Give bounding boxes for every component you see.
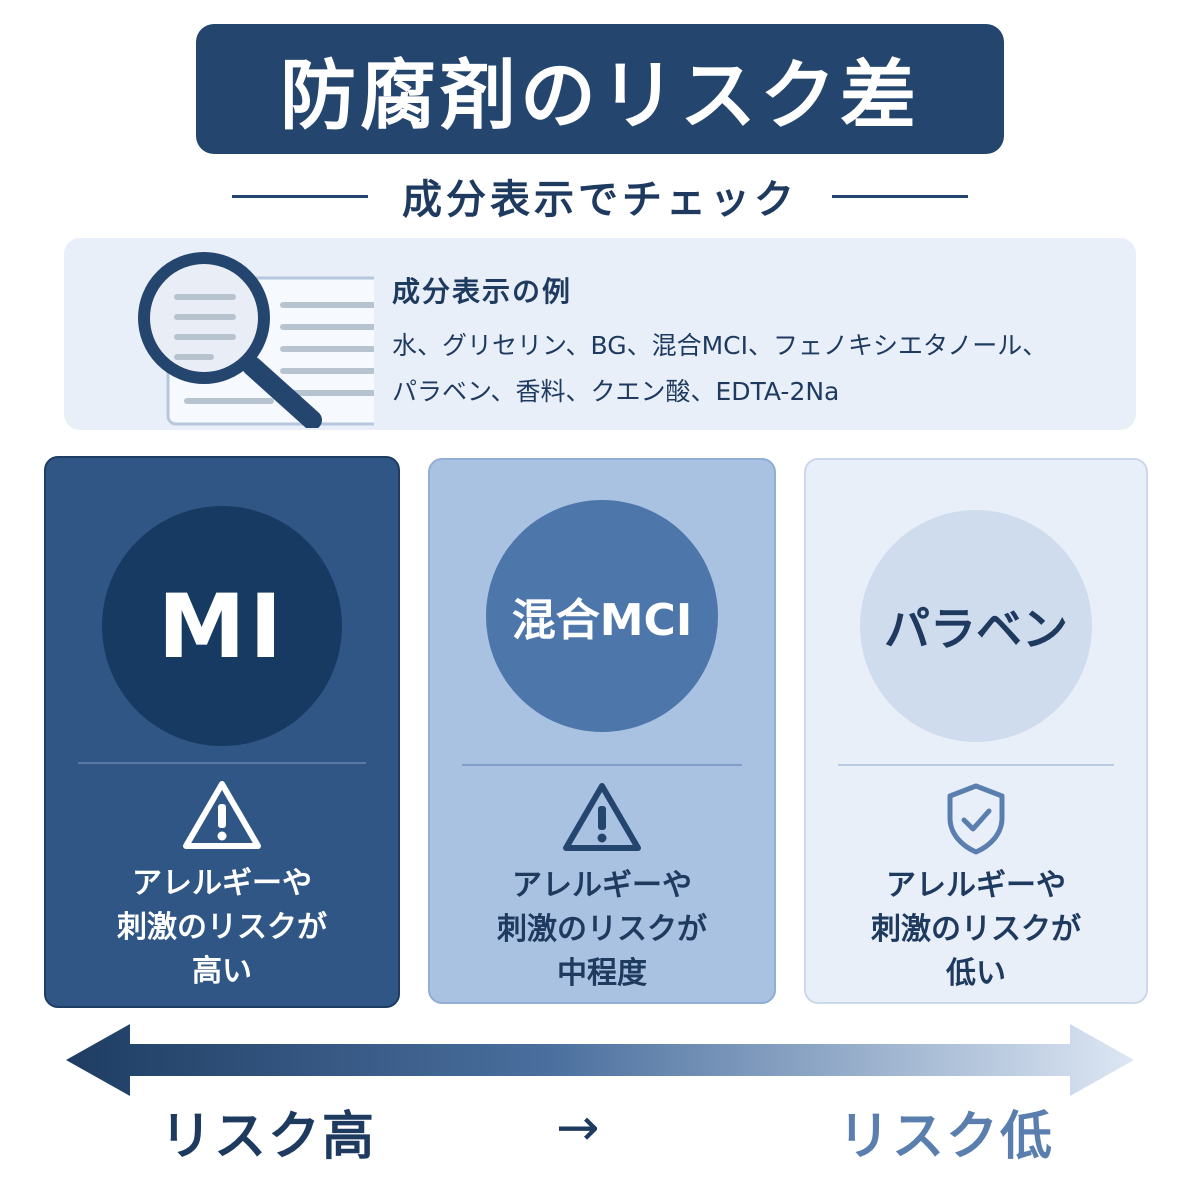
card-mi: MI アレルギーや 刺激のリスクが 高い [44,456,400,1008]
risk-description: アレルギーや 刺激のリスクが 中程度 [497,868,707,991]
subtitle-line-left [232,194,368,198]
risk-description: アレルギーや 刺激のリスクが 高い [117,866,327,989]
scale-arrow-symbol: → [556,1098,602,1158]
card-circle: MI [102,506,342,746]
page-title: 防腐剤のリスク差 [280,51,920,140]
ingredient-list-line-1: 水、グリセリン、BG、混合MCI、フェノキシエタノール、 [392,331,1048,360]
ingredient-example-panel: 成分表示の例 水、グリセリン、BG、混合MCI、フェノキシエタノール、 パラベン… [64,238,1136,430]
risk-low-label: リスク低 [838,1107,1055,1167]
risk-gradient-arrow [66,1024,1134,1096]
card-divider [78,762,366,764]
card-circle: パラベン [860,510,1092,742]
subtitle-row: 成分表示でチェック [232,168,968,224]
subtitle-line-right [832,194,968,198]
warning-icon [563,783,641,851]
magnifier-document-icon [138,252,374,428]
warning-icon [183,781,261,849]
ingredient-list-line-2: パラベン、香料、クエン酸、EDTA-2Na [392,377,840,406]
example-heading: 成分表示の例 [392,275,573,308]
subtitle: 成分表示でチェック [402,177,798,223]
risk-high-label: リスク高 [160,1107,377,1167]
preservative-name: MI [157,574,287,678]
preservative-name: パラベン [884,602,1068,656]
title-banner: 防腐剤のリスク差 [196,24,1004,154]
card-circle: 混合MCI [486,500,718,732]
card-paraben: パラベン アレルギーや 刺激のリスクが 低い [804,458,1148,1004]
risk-description: アレルギーや 刺激のリスクが 低い [871,868,1081,991]
preservative-name: 混合MCI [511,595,693,646]
card-mixed-mci: 混合MCI アレルギーや 刺激のリスクが 中程度 [428,458,776,1004]
shield-check-icon [947,783,1005,855]
card-divider [838,764,1114,766]
card-divider [462,764,742,766]
